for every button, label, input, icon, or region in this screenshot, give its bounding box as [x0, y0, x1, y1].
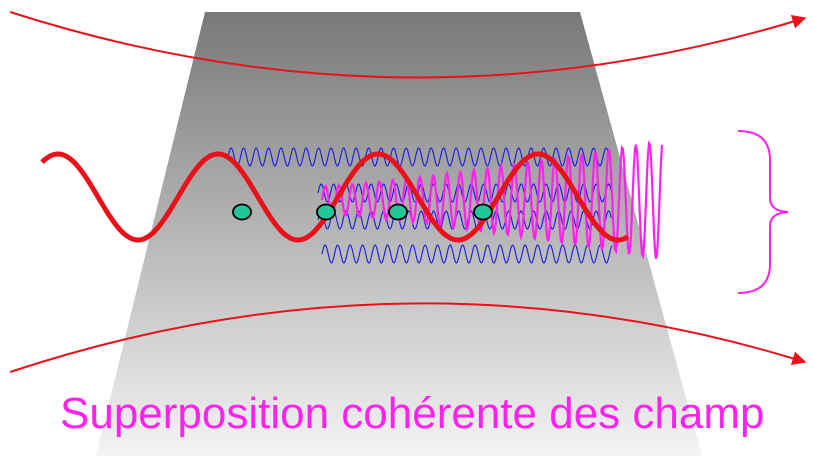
atoms [232, 203, 493, 221]
fundamental-wave [40, 151, 630, 243]
emitted-field-wave [317, 210, 612, 230]
atom [473, 203, 493, 221]
emitted-field-wave [227, 147, 613, 167]
interaction-region [96, 12, 702, 456]
beam-envelope-lower [9, 302, 807, 373]
emitted-field-wave [321, 244, 613, 264]
atom [316, 203, 336, 221]
harmonic-wave [320, 140, 664, 260]
atom [232, 203, 252, 221]
atom [388, 203, 408, 221]
caption-text: Superposition cohérente des champ [60, 389, 765, 438]
right-brace [737, 130, 789, 294]
beam-envelope-upper [9, 11, 807, 79]
